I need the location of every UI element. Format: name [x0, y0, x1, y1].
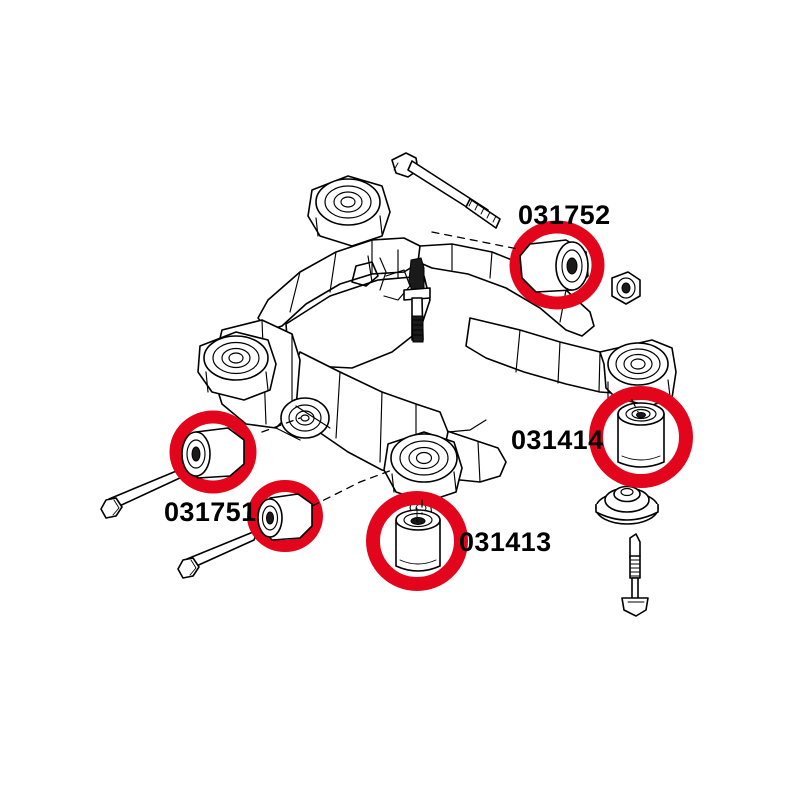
callout-label-031413: 031413	[459, 527, 552, 557]
bushing-031751-upper-bore	[191, 446, 201, 462]
right-mount-bore	[630, 358, 646, 370]
stud-bolt-center	[403, 257, 431, 343]
center-bracket-notch	[351, 261, 379, 287]
callout-label-031414: 031414	[511, 425, 604, 455]
subframe-assembly	[197, 175, 677, 525]
right-mount-ring-1	[615, 348, 661, 380]
upper-left-tube-seams	[289, 239, 373, 313]
right-mount-ring-2	[623, 353, 653, 375]
left-bolt-2-head	[177, 557, 200, 579]
bushing-031752-inner-1	[561, 249, 583, 283]
bushing-031752	[509, 220, 605, 310]
bushing-031413-bottom-edge	[399, 559, 437, 565]
washer-cap-right	[595, 485, 659, 525]
subframe-connectors	[275, 405, 487, 441]
washer-step-2	[613, 485, 641, 503]
left-upper-ring-2	[221, 347, 251, 369]
stud-bolt-thread-lines	[411, 319, 424, 336]
subframe-upper-right-tube	[417, 243, 595, 337]
lower-left-ring-1	[288, 404, 322, 432]
stud-bolt-collar	[403, 287, 431, 301]
left-upper-ring-1	[212, 341, 260, 375]
left-bolt-2-head-face	[189, 559, 197, 576]
leader-line-031414	[631, 399, 639, 413]
washer-bore	[620, 487, 634, 497]
bottom-ring-2	[408, 446, 440, 470]
right-bolt-tip	[629, 533, 641, 559]
top-ring-2	[333, 191, 363, 213]
right-bolt-thread-body	[629, 555, 641, 579]
leader-line-031752	[431, 231, 519, 250]
highlight-ring-031751-lower	[247, 480, 323, 552]
bushing-031751-lower	[247, 480, 323, 552]
bolt-right-lower	[621, 533, 649, 617]
left-upper-bore	[228, 352, 244, 364]
right-arm-seams	[515, 329, 601, 393]
nut-bore	[621, 282, 631, 294]
stud-bolt-thread	[411, 315, 424, 343]
stud-bolt-head	[408, 257, 425, 293]
bushing-031414-bottom-edge	[621, 455, 661, 461]
right-boss-edges	[607, 379, 671, 399]
bushing-031414-bore	[636, 412, 646, 418]
upper-right-tube-seams	[451, 243, 567, 323]
nut-top-right	[611, 271, 641, 305]
bushing-031413	[366, 491, 468, 591]
top-bore	[340, 196, 356, 208]
nut-bore-outer	[616, 277, 636, 299]
left-upper-boss-edges	[205, 371, 269, 393]
top-boss-edges	[315, 215, 383, 237]
right-bolt-head	[621, 597, 649, 617]
top-ring-1	[324, 185, 372, 219]
right-bolt-shank	[631, 577, 639, 601]
bottom-ring-1	[399, 440, 449, 476]
highlight-ring-031414	[589, 386, 693, 488]
highlight-ring-031752	[509, 220, 605, 310]
bushing-031751-lower-bore	[266, 511, 274, 525]
bottom-bore	[415, 451, 433, 465]
leader-line-031751-lower	[311, 469, 393, 507]
bushing-031752-bore	[566, 257, 578, 275]
left-bolt-1-head-face	[112, 499, 120, 516]
center-web-seams	[367, 249, 399, 283]
right-bolt-threads	[629, 559, 641, 577]
center-bracket-fold	[379, 257, 387, 291]
bushing-031414-inner-ring-2	[631, 408, 651, 420]
bushing-031413-body	[395, 519, 441, 572]
bushing-031751-upper	[169, 410, 257, 494]
bushing-031751-upper-inner	[186, 439, 206, 469]
callout-label-031752: 031752	[518, 200, 611, 230]
bottom-boss-edges	[391, 471, 457, 493]
highlight-ring-031413	[366, 491, 468, 591]
bushing-031414-inner-ring-1	[625, 406, 657, 422]
bushing-031751-lower-inner	[261, 505, 279, 531]
callout-label-031751: 031751	[164, 497, 257, 527]
bushing-031413-bore	[410, 517, 426, 525]
long-bolt-threads	[468, 199, 497, 223]
bushing-031414	[589, 386, 693, 488]
lower-left-bore	[300, 414, 310, 422]
left-bolt-1-head	[100, 497, 123, 519]
long-bolt-top	[391, 152, 501, 229]
leader-line-031751-upper	[261, 417, 301, 433]
bushing-031413-inner-ring	[403, 512, 433, 528]
highlight-ring-031751-upper	[169, 410, 257, 494]
bushing-031414-body	[617, 413, 665, 468]
long-bolt-head-face	[393, 162, 399, 171]
lower-left-bushing-seat	[280, 397, 330, 439]
